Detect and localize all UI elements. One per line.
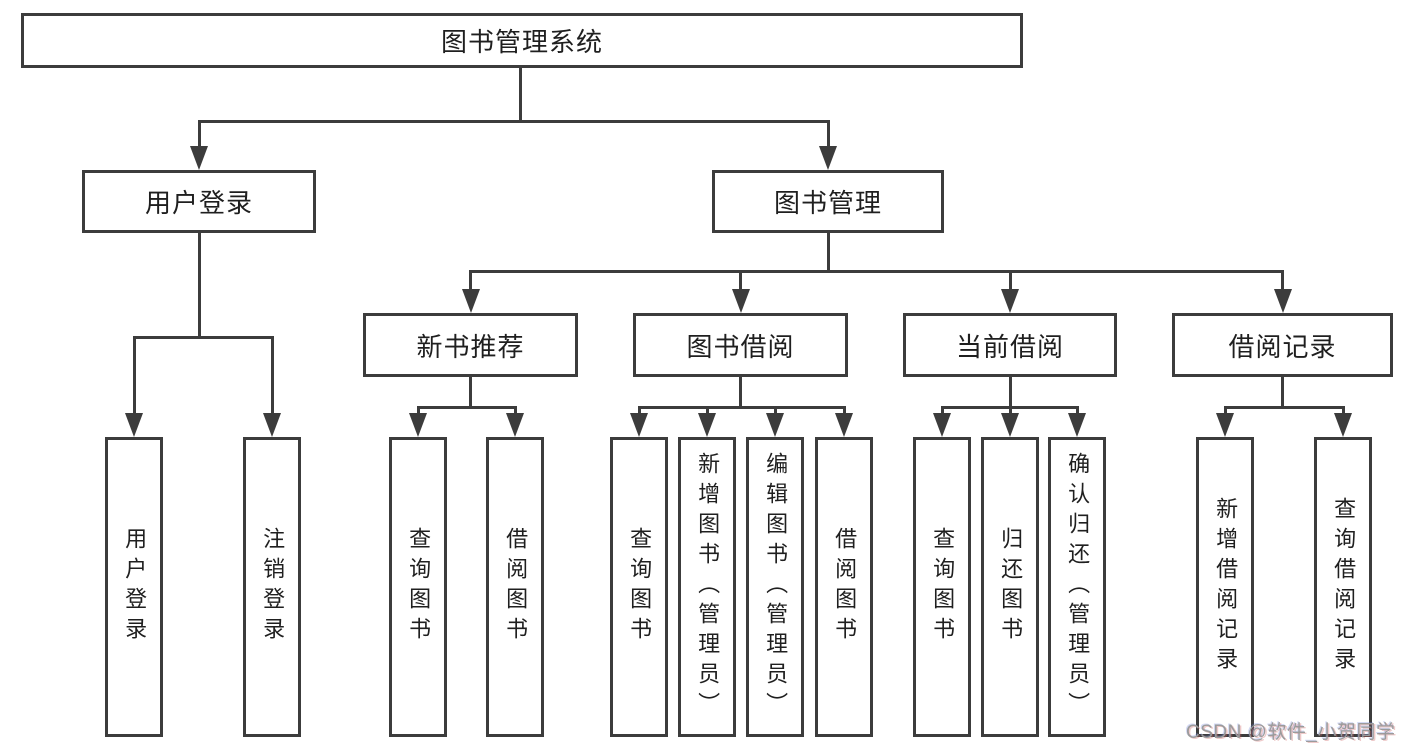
leaf-return-book: 归还图书 xyxy=(981,437,1039,737)
leaf-label: 查询图书 xyxy=(627,527,653,647)
connector-line xyxy=(739,377,742,409)
connector-line xyxy=(1342,406,1345,416)
connector-line xyxy=(843,406,846,416)
connector-line xyxy=(514,406,517,416)
connector-line xyxy=(417,406,420,416)
node-book-management: 图书管理 xyxy=(712,170,944,233)
arrowhead-icon xyxy=(933,413,951,437)
leaf-label: 注销登录 xyxy=(260,527,286,647)
connector-line xyxy=(469,270,472,290)
arrowhead-icon xyxy=(1068,413,1086,437)
arrowhead-icon xyxy=(190,146,208,170)
leaf-user-login: 用户登录 xyxy=(105,437,163,737)
connector-line xyxy=(941,406,944,416)
connector-line xyxy=(1009,377,1012,409)
connector-line xyxy=(706,406,709,416)
leaf-label: 借阅图书 xyxy=(832,527,858,647)
node-book-borrow: 图书借阅 xyxy=(633,313,848,377)
leaf-add-borrow-record: 新增借阅记录 xyxy=(1196,437,1254,737)
leaf-confirm-return-admin: 确认归还（管理员） xyxy=(1048,437,1106,737)
connector-line xyxy=(1281,270,1284,290)
connector-line xyxy=(271,336,274,414)
connector-line xyxy=(469,270,1283,273)
connector-line xyxy=(469,377,472,409)
node-library-system: 图书管理系统 xyxy=(21,13,1023,68)
node-current-borrow: 当前借阅 xyxy=(903,313,1117,377)
leaf-query-books-2: 查询图书 xyxy=(610,437,668,737)
arrowhead-icon xyxy=(1274,289,1292,313)
arrowhead-icon xyxy=(1001,413,1019,437)
leaf-query-borrow-record: 查询借阅记录 xyxy=(1314,437,1372,737)
arrowhead-icon xyxy=(1001,289,1019,313)
leaf-borrow-books-2: 借阅图书 xyxy=(815,437,873,737)
connector-line xyxy=(638,406,641,416)
leaf-borrow-books-1: 借阅图书 xyxy=(486,437,544,737)
leaf-label: 查询图书 xyxy=(406,527,432,647)
leaf-label: 借阅图书 xyxy=(503,527,529,647)
arrowhead-icon xyxy=(409,413,427,437)
arrowhead-icon xyxy=(766,413,784,437)
leaf-label: 新增图书（管理员） xyxy=(695,452,721,722)
connector-line xyxy=(198,120,201,147)
connector-line xyxy=(827,120,830,147)
connector-line xyxy=(739,270,742,290)
node-new-book-recommend: 新书推荐 xyxy=(363,313,578,377)
arrowhead-icon xyxy=(630,413,648,437)
arrowhead-icon xyxy=(732,289,750,313)
connector-line xyxy=(1224,406,1227,416)
arrowhead-icon xyxy=(506,413,524,437)
arrowhead-icon xyxy=(698,413,716,437)
leaf-label: 归还图书 xyxy=(998,527,1024,647)
arrowhead-icon xyxy=(1334,413,1352,437)
connector-line xyxy=(827,232,830,273)
connector-line xyxy=(519,68,522,123)
leaf-query-books-1: 查询图书 xyxy=(389,437,447,737)
leaf-add-book-admin: 新增图书（管理员） xyxy=(678,437,736,737)
arrowhead-icon xyxy=(263,413,281,437)
arrowhead-icon xyxy=(462,289,480,313)
connector-line xyxy=(1009,270,1012,290)
arrowhead-icon xyxy=(1216,413,1234,437)
connector-line xyxy=(1281,377,1284,409)
connector-line xyxy=(1009,406,1012,416)
leaf-query-books-3: 查询图书 xyxy=(913,437,971,737)
connector-line xyxy=(133,336,136,414)
connector-line xyxy=(638,406,846,409)
connector-line xyxy=(774,406,777,416)
arrowhead-icon xyxy=(125,413,143,437)
csdn-watermark: CSDN @软件_小贺同学 xyxy=(1186,722,1396,743)
connector-line xyxy=(198,120,830,123)
node-user-login: 用户登录 xyxy=(82,170,316,233)
connector-line xyxy=(1076,406,1079,416)
leaf-edit-book-admin: 编辑图书（管理员） xyxy=(746,437,804,737)
leaf-label: 查询图书 xyxy=(930,527,956,647)
leaf-label: 新增借阅记录 xyxy=(1213,497,1239,677)
arrowhead-icon xyxy=(835,413,853,437)
arrowhead-icon xyxy=(819,146,837,170)
connector-line xyxy=(1224,406,1345,409)
leaf-label: 查询借阅记录 xyxy=(1331,497,1357,677)
node-borrow-records: 借阅记录 xyxy=(1172,313,1393,377)
connector-line xyxy=(198,233,201,339)
leaf-logout: 注销登录 xyxy=(243,437,301,737)
leaf-label: 用户登录 xyxy=(122,527,148,647)
connector-line xyxy=(417,406,517,409)
connector-line xyxy=(133,336,274,339)
leaf-label: 编辑图书（管理员） xyxy=(763,452,789,722)
leaf-label: 确认归还（管理员） xyxy=(1065,452,1091,722)
